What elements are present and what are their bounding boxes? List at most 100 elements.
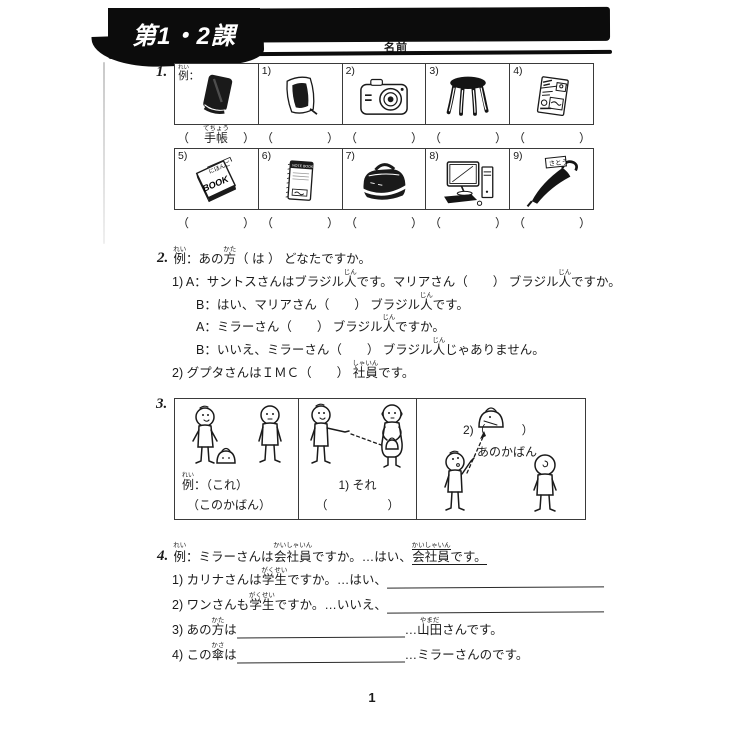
close-paren: ）: [578, 216, 591, 230]
caption-kono-kaban: （このかばん）: [187, 498, 272, 512]
item-number: 6): [261, 150, 272, 162]
answer-slot-5[interactable]: （ ）: [174, 211, 258, 231]
picture-cell-2: 2): [343, 64, 427, 124]
close-paren: ）: [494, 216, 507, 230]
picture-cell-1: 1): [259, 64, 343, 124]
picture-grid-row-2: 5) にほんご BOOK 6) NOTE BOOK: [174, 148, 594, 210]
answer-slot-8[interactable]: （ ）: [426, 211, 510, 231]
open-paren: （: [345, 216, 358, 230]
open-paren: （: [513, 131, 526, 145]
item-number: 例れい：: [178, 65, 200, 82]
example-sentence: 例れい：ミラーさんは会社員かいしゃいんですか。…はい、会社員かいしゃいんです。: [173, 542, 487, 565]
page-curl-shadow: [103, 62, 105, 244]
sentence-line[interactable]: B：いいえ、ミラーさん（ ） ブラジル人じんじゃありません。: [157, 337, 545, 358]
lesson-title: 第1・2課: [132, 23, 236, 50]
item-number: 5): [178, 150, 188, 162]
answer-blank[interactable]: [236, 647, 405, 664]
answer-blank[interactable]: [386, 597, 605, 614]
pocket-notebook-icon: [203, 75, 233, 115]
open-paren: （: [513, 216, 526, 230]
question-line: 2) ワンさんも学生がくせいですか。…いいえ、: [157, 592, 605, 614]
item-number: 9): [513, 150, 523, 162]
page-number: 1: [368, 690, 376, 705]
photo-frame-icon: [286, 76, 318, 116]
dialogue-line: B：はい、マリアさん（ ） ブラジル人じんです。: [196, 292, 469, 312]
item-number: 4): [513, 65, 523, 77]
sentence-line[interactable]: 2) グプタさんはＩＭＣ（ ） 社員しゃいんです。: [157, 360, 414, 381]
question-text: 2) ワンさんも学生がくせいですか。…いいえ、: [172, 592, 387, 612]
answer-slot-7[interactable]: （ ）: [342, 211, 426, 231]
picture-cell-9: 9) さとう: [510, 149, 593, 209]
dialogue-line: 2) グプタさんはＩＭＣ（ ） 社員しゃいんです。: [172, 360, 415, 380]
camera-icon: [360, 79, 408, 116]
response-text: …山田やまださんです。: [404, 617, 503, 637]
caption-ano-kaban: あのかばん: [477, 445, 538, 459]
answer-blank[interactable]: [386, 572, 605, 589]
sentence-line[interactable]: B：はい、マリアさん（ ） ブラジル人じんです。: [157, 292, 469, 313]
answer-blank[interactable]: [236, 622, 405, 639]
pointing-at-listener-scene: [310, 403, 403, 468]
close-paren: ）: [326, 216, 339, 230]
close-paren: ）: [326, 131, 339, 145]
caption-are-blank[interactable]: 2)（ ）: [463, 423, 534, 437]
picture-grid-row-1: 例れい： 1) 2): [174, 63, 594, 125]
answer-row-2: （ ） （ ） （ ） （ ） （ ）: [174, 211, 594, 231]
stool-icon: [446, 77, 489, 117]
response-text: …ミラーさんのです。: [404, 648, 529, 662]
question-text: 3) あの方かたは: [172, 617, 237, 637]
question-text: 1) カリナさんは学生がくせいですか。…はい、: [172, 567, 387, 587]
answer-text: 手帳てちょう: [203, 125, 229, 145]
answer-row-1: （ 手帳てちょう ） （ ） （ ） （ ） （ ）: [174, 125, 594, 146]
close-paren: ）: [578, 131, 591, 145]
open-paren: （: [345, 131, 358, 145]
svg-text:NOTE BOOK: NOTE BOOK: [292, 164, 314, 170]
close-paren: ）: [494, 131, 507, 145]
open-paren: （: [177, 131, 190, 145]
sentence-line: 4. 例れい：ミラーさんは会社員かいしゃいんですか。…はい、会社員かいしゃいんで…: [157, 542, 487, 565]
item-number: 7): [345, 150, 355, 162]
close-paren: ）: [242, 131, 255, 145]
question-line: 1) カリナさんは学生がくせいですか。…はい、: [157, 567, 605, 589]
item-number: 8): [429, 150, 439, 162]
picture-cell-7: 7): [343, 149, 427, 209]
caption-answer-blank[interactable]: （ ）: [315, 498, 400, 512]
answer-slot-3[interactable]: （ ）: [426, 126, 510, 146]
close-paren: ）: [242, 216, 255, 230]
name-write-in-line[interactable]: [249, 49, 613, 57]
item-number: 3): [429, 65, 439, 77]
panel-sore: 1) それ （ ）: [299, 399, 417, 519]
section-2-number: 2.: [157, 250, 169, 266]
computer-icon: [443, 161, 494, 207]
notebook-icon: NOTE BOOK: [285, 160, 314, 202]
answer-slot-1[interactable]: （ ）: [258, 126, 342, 146]
open-paren: （: [429, 216, 442, 230]
section-3-number: 3.: [156, 396, 168, 412]
item-number: 1): [261, 65, 272, 77]
picture-cell-3: 3): [426, 64, 511, 124]
open-paren: （: [261, 216, 274, 230]
section-4-number: 4.: [157, 548, 169, 564]
open-paren: （: [429, 131, 442, 145]
panel-kore: 例れい：（これ） （このかばん）: [175, 399, 299, 519]
answer-slot-2[interactable]: （ ）: [342, 126, 426, 146]
answer-slot-example[interactable]: （ 手帳てちょう ）: [174, 125, 258, 146]
sentence-line[interactable]: 1) A：サントスさんはブラジル人じんです。マリアさん（ ） ブラジル人じんです…: [157, 269, 621, 290]
question-line: 4) この傘かさは …ミラーさんのです。: [157, 642, 529, 664]
magazine-icon: [536, 76, 569, 117]
pointing-far-away-scene: [444, 407, 557, 512]
lesson-title-box: 第1・2課: [108, 8, 260, 59]
dialogue-line: B：いいえ、ミラーさん（ ） ブラジル人じんじゃありません。: [196, 337, 545, 357]
sentence-line[interactable]: A：ミラーさん（ ） ブラジル人じんですか。: [157, 314, 445, 335]
answer-slot-6[interactable]: （ ）: [258, 211, 342, 231]
picture-cell-5: 5) にほんご BOOK: [175, 149, 259, 209]
answer-slot-4[interactable]: （ ）: [510, 126, 594, 146]
item-number: 2): [345, 65, 355, 77]
open-paren: （: [177, 216, 190, 230]
open-paren: （: [261, 131, 274, 145]
dialogue-line: 1) A：サントスさんはブラジル人じんです。マリアさん（ ） ブラジル人じんです…: [172, 269, 621, 289]
dialogue-line: A：ミラーさん（ ） ブラジル人じんですか。: [196, 314, 445, 334]
caption-kore: 例れい：（これ）: [182, 473, 249, 492]
answer-slot-9[interactable]: （ ）: [510, 211, 594, 231]
svg-text:さとう: さとう: [548, 158, 568, 168]
section-1-number: 1.: [156, 64, 168, 80]
